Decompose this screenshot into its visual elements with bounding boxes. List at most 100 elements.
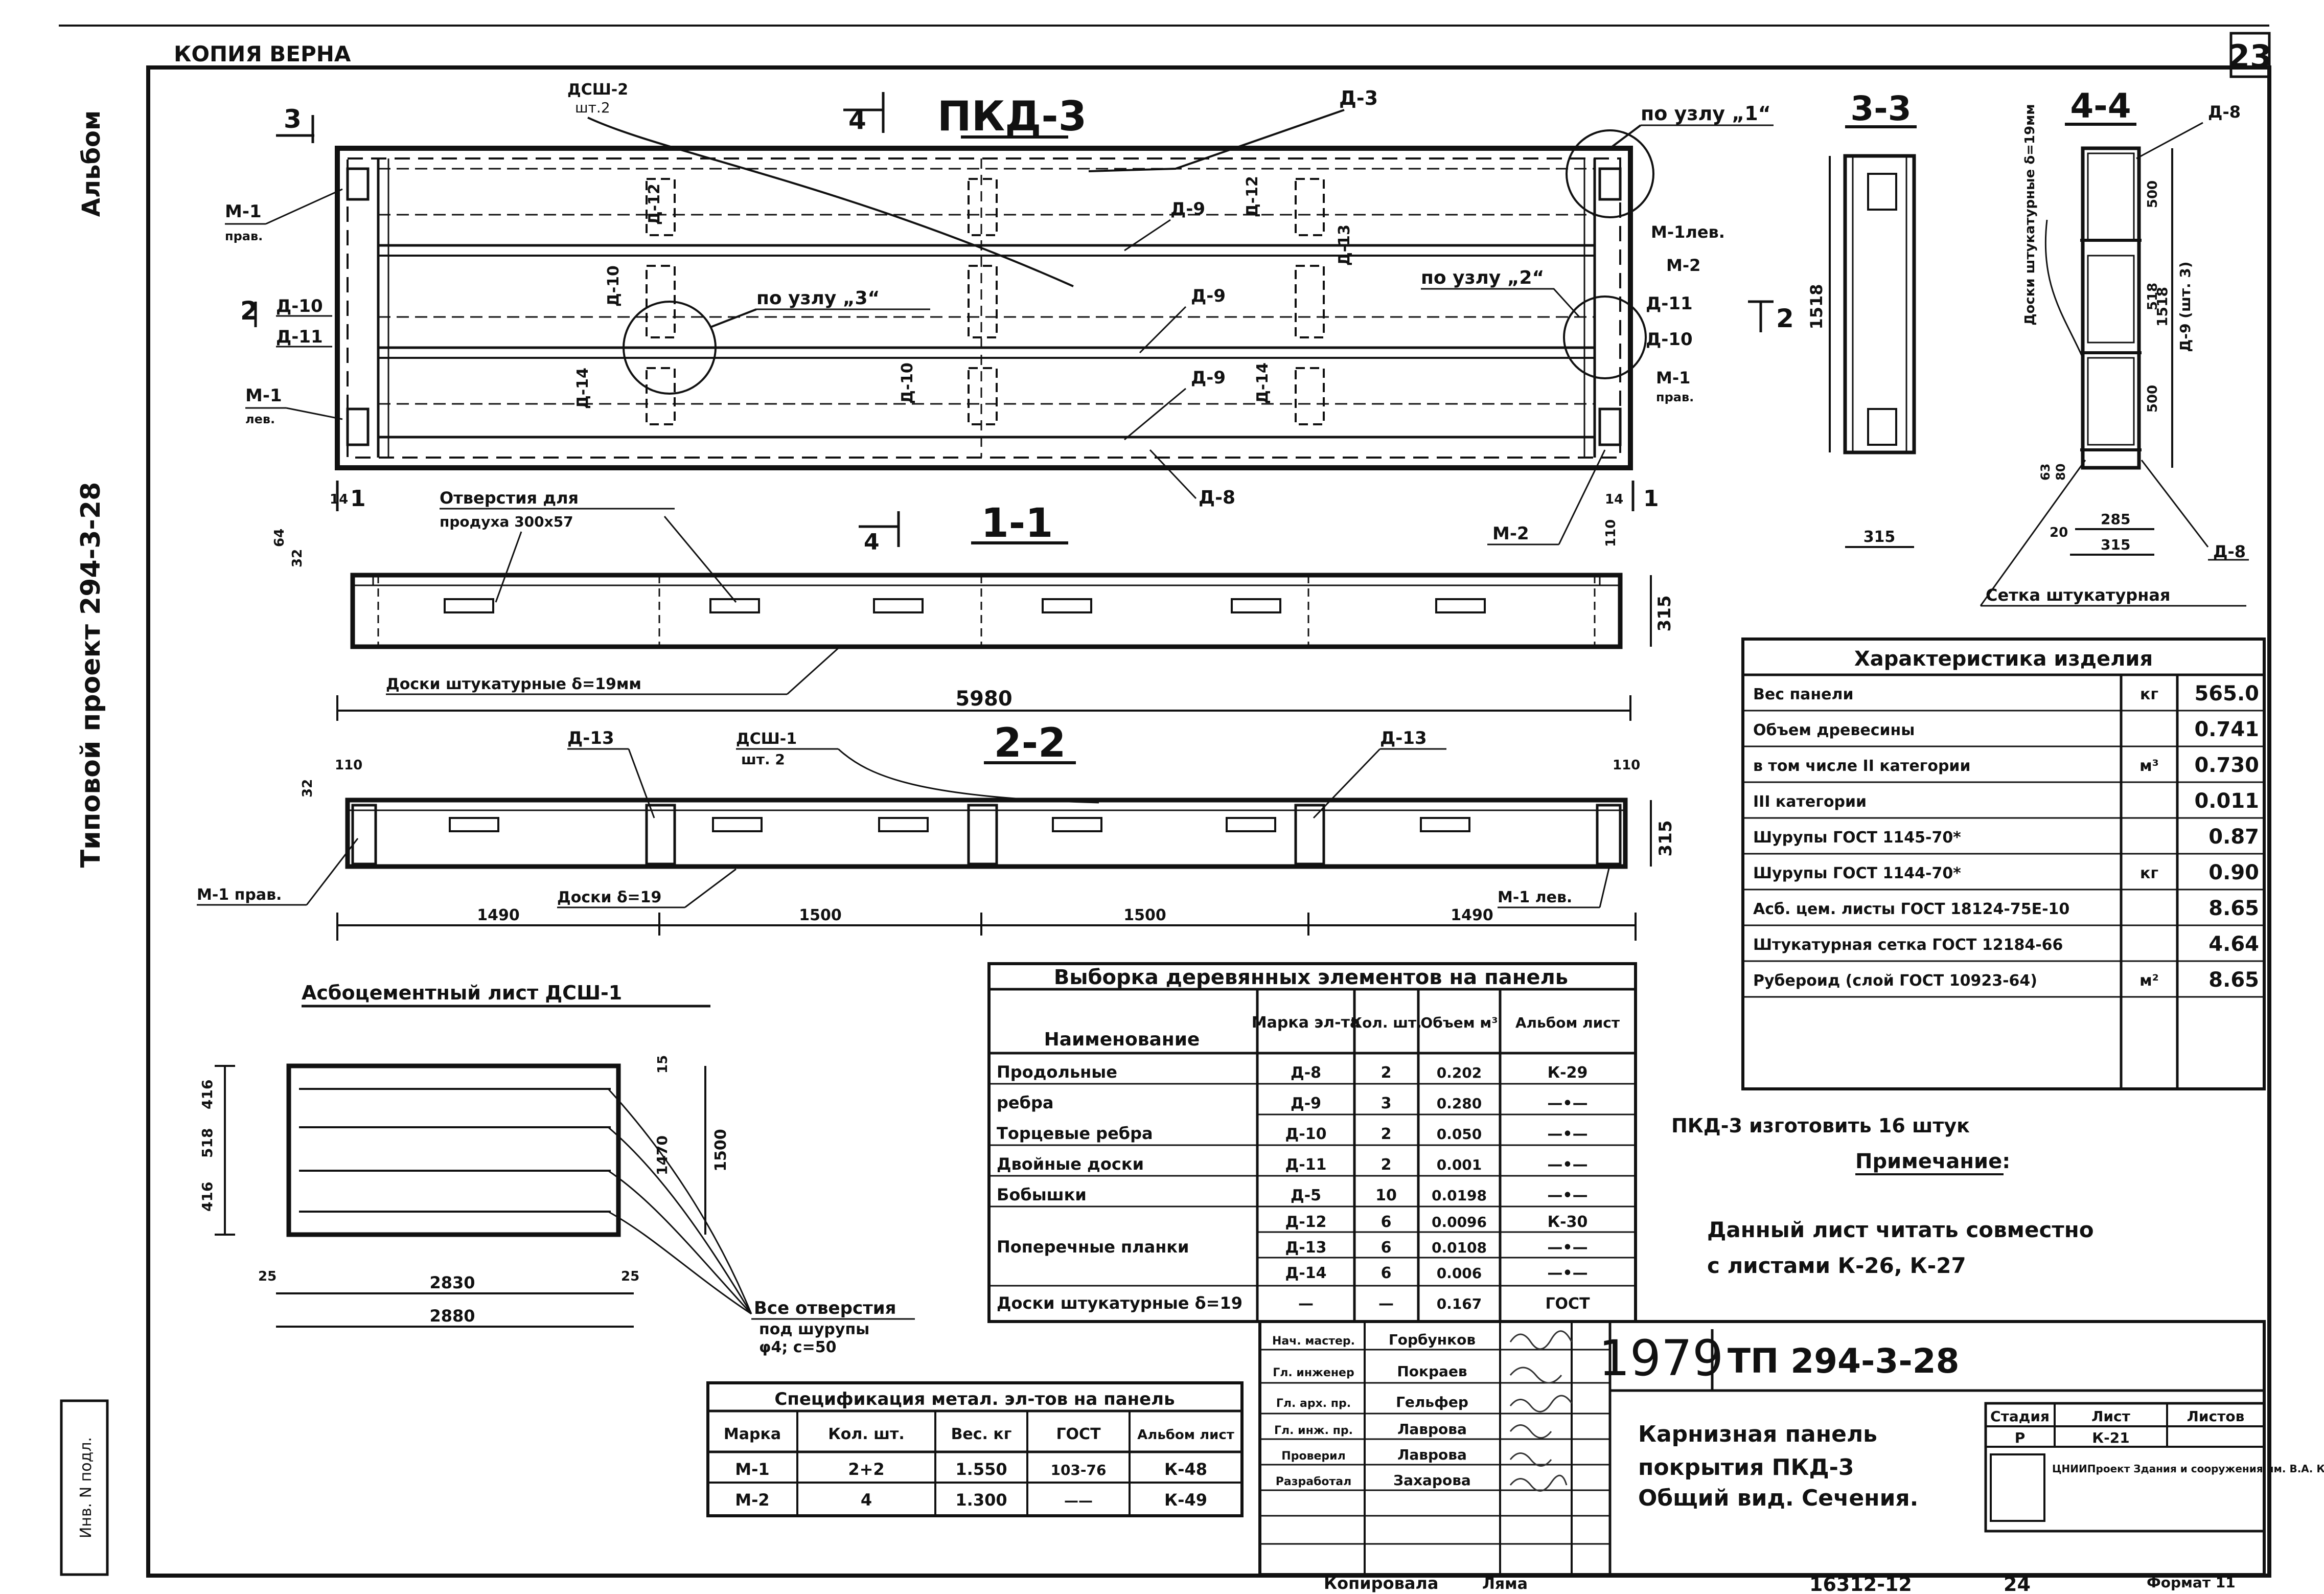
- d10-mid-label: Д-10: [605, 265, 623, 307]
- uzel2-label: по узлу „2“: [1421, 267, 1544, 288]
- note-title: Примечание:: [1855, 1150, 2010, 1173]
- section-3-3-height: 1518: [1807, 284, 1826, 329]
- m1-left-label: М-1 прав.: [197, 886, 282, 904]
- wood-row-name: Поперечные планки: [997, 1237, 1189, 1257]
- stamp-title-1: Карнизная панель: [1638, 1421, 1877, 1447]
- section-3-3-width: 315: [1863, 528, 1896, 546]
- char-row-label: Шурупы ГОСТ 1145-70*: [1753, 829, 1961, 847]
- d9-label-b: Д-9: [1191, 286, 1226, 306]
- d10-left-label: Д-10: [276, 296, 323, 316]
- dsh-dim-25-right: 25: [621, 1269, 639, 1284]
- section-2-2: 2-2 ДСШ-1 шт. 2 Д-13 Д-13 М-1 прав. М-1 …: [197, 720, 1676, 941]
- char-row-label: Вес панели: [1753, 686, 1853, 703]
- d3-label: Д-3: [1339, 87, 1378, 109]
- note-line-1: Данный лист читать совместно: [1707, 1217, 2094, 1242]
- dim-2-2-110-left: 110: [335, 758, 362, 773]
- char-row-value: 0.730: [2194, 754, 2259, 777]
- d9-label-c: Д-9: [1191, 368, 1226, 388]
- wood-row-qty: 2: [1381, 1064, 1392, 1082]
- spec-row-sheet: К-48: [1164, 1460, 1207, 1479]
- dim-63: 63: [2038, 464, 2053, 481]
- wood-row-mark: Д-13: [1285, 1239, 1327, 1257]
- dim-4-4-c: 500: [2145, 385, 2160, 413]
- char-row-label: Штукатурная сетка ГОСТ 12184-66: [1753, 936, 2063, 954]
- dsh-dim-25-left: 25: [258, 1269, 277, 1284]
- dim-2-2-b: 1500: [799, 906, 842, 924]
- wood-row-mark: Д-10: [1285, 1125, 1327, 1143]
- dsh-height-1500: 1500: [712, 1129, 730, 1172]
- metal-spec-table: Спецификация метал. эл-тов на панель Мар…: [706, 1381, 1244, 1517]
- d8-bottom-label: Д-8: [2213, 542, 2246, 561]
- wood-row-qty: 2: [1381, 1156, 1392, 1174]
- m1-bottom-sub: лев.: [245, 412, 275, 426]
- plan-title: ПКД-3: [937, 93, 1087, 140]
- wood-row-sheet: —•—: [1547, 1187, 1587, 1204]
- d9-label-a: Д-9: [1170, 199, 1205, 219]
- width-315: 315: [2101, 536, 2130, 553]
- note-line-2: с листами К-26, К-27: [1707, 1253, 1966, 1278]
- uzel1-label: по узлу „1“: [1641, 102, 1771, 125]
- spec-row-weight: 1.550: [955, 1460, 1007, 1479]
- dim-80: 80: [2054, 464, 2068, 481]
- char-row-unit: кг: [2140, 686, 2158, 703]
- m1-right-bottom-sub: прав.: [1656, 390, 1694, 404]
- dsh-holes-note: Все отверстия: [754, 1298, 896, 1318]
- dsh1-sheet-view: Асбоцементный лист ДСШ-1 416 518 416 150…: [199, 982, 915, 1356]
- spec-row-sheet: К-49: [1164, 1490, 1207, 1510]
- archive-number: 16312-12: [1809, 1573, 1912, 1594]
- dim-2-2-32: 32: [300, 779, 315, 798]
- dim-2-2-d: 1490: [1451, 906, 1493, 924]
- spec-row-weight: 1.300: [955, 1490, 1007, 1510]
- side-labels: Альбом Типовой проект 294-3-28 Инв. N по…: [60, 110, 109, 1576]
- holes-sub: продуха 300х57: [440, 513, 573, 530]
- spec-row-gost: ——: [1064, 1492, 1093, 1509]
- stamp-year: 1979: [1599, 1330, 1723, 1387]
- d12-label-b: Д-12: [646, 184, 663, 225]
- char-row-value: 0.87: [2208, 825, 2259, 849]
- section-1-1-title: 1-1: [981, 500, 1053, 546]
- section-1-1-marker-4: 4: [864, 529, 880, 555]
- wood-row-name: Двойные доски: [997, 1154, 1144, 1174]
- name-5: Лаврова: [1397, 1446, 1467, 1463]
- section-4-4-height: 1518: [2154, 287, 2171, 327]
- section-1-1-height: 315: [1654, 596, 1675, 632]
- boards-label: Доски штукатурные δ=19мм: [386, 675, 641, 693]
- sheets-label: Листов: [2187, 1408, 2245, 1425]
- wood-header-mark: Марка эл-та: [1252, 1014, 1360, 1032]
- spec-header-qty: Кол. шт.: [828, 1425, 905, 1443]
- m1-top-label: М-1: [225, 201, 262, 222]
- sheet-number: 23: [2228, 38, 2272, 75]
- d8-label: Д-8: [1199, 487, 1235, 508]
- dsh1-title: Асбоцементный лист ДСШ-1: [302, 982, 622, 1004]
- mesh-label: Сетка штукатурная: [1986, 585, 2170, 605]
- wood-row-qty: —: [1378, 1295, 1394, 1313]
- wood-header-name: Наименование: [1044, 1029, 1200, 1050]
- boards-2-2-label: Доски δ=19: [557, 889, 661, 906]
- dsh-dim-15: 15: [655, 1055, 671, 1074]
- name-2: Покраев: [1397, 1363, 1467, 1380]
- stamp-code: ТП 294-3-28: [1728, 1341, 1960, 1381]
- wood-row-mark: Д-9: [1291, 1095, 1321, 1112]
- m1-right-top-label: М-1лев.: [1651, 222, 1725, 242]
- dsh1-sub: шт. 2: [741, 751, 785, 768]
- wood-row-name: Торцевые ребра: [997, 1124, 1153, 1143]
- char-row-value: 565.0: [2194, 682, 2259, 705]
- wood-row-qty: 6: [1381, 1213, 1392, 1231]
- char-row-unit: кг: [2140, 864, 2158, 882]
- wood-row-name: Продольные: [997, 1062, 1117, 1082]
- copied-name: Ляма: [1482, 1575, 1528, 1593]
- format-label: Формат 11: [2147, 1574, 2236, 1591]
- char-row-value: 0.741: [2194, 718, 2259, 741]
- dsh-width-2830: 2830: [429, 1273, 475, 1292]
- wood-row-volume: 0.167: [1437, 1295, 1482, 1312]
- dim-4-4-a: 500: [2145, 180, 2160, 208]
- album-label: Альбом: [77, 110, 106, 217]
- wood-row-mark: Д-11: [1285, 1156, 1327, 1174]
- char-row-value: 8.65: [2208, 968, 2259, 992]
- inv-label: Инв. N подл.: [77, 1437, 95, 1538]
- wood-row-qty: 6: [1381, 1239, 1392, 1257]
- role-3: Гл. арх. пр.: [1276, 1397, 1351, 1410]
- copy-label: КОПИЯ ВЕРНА: [174, 41, 351, 66]
